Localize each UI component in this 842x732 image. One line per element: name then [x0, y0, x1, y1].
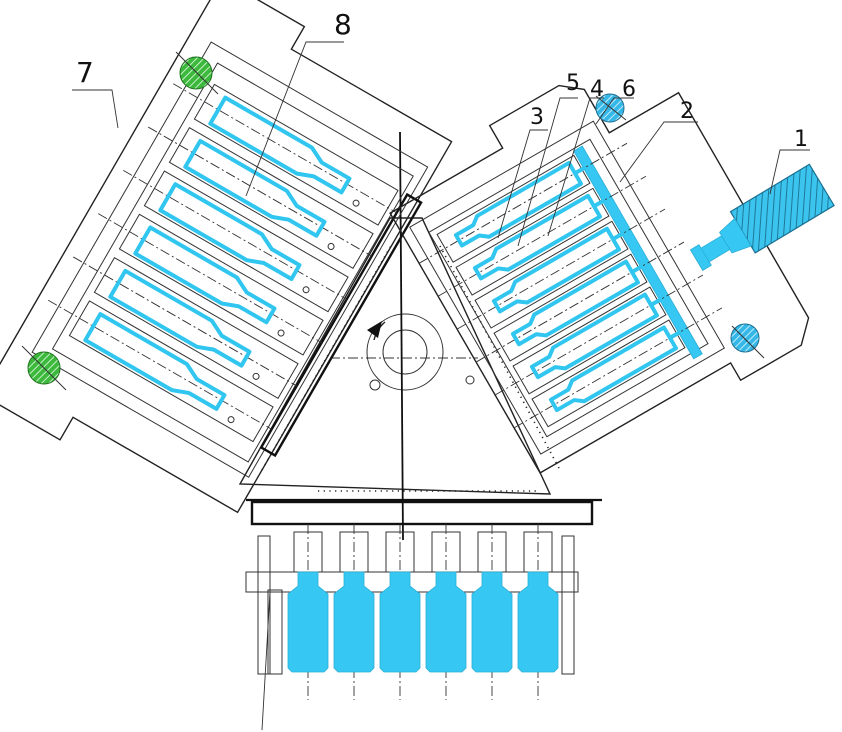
leader-6 — [595, 97, 634, 125]
preform-column — [517, 524, 559, 700]
right-preform-cavity — [548, 325, 678, 413]
right-cavity-row — [475, 241, 685, 363]
left-bottle-cavity — [108, 268, 252, 368]
molded-bottle — [471, 571, 513, 673]
left-cavity-row — [73, 256, 299, 399]
right-cavity-row — [456, 208, 666, 330]
leader-8 — [245, 41, 344, 197]
rotation-arrow-head — [367, 321, 382, 338]
rotation-hub-inner — [382, 329, 428, 375]
right-mold-base-plate — [389, 84, 810, 474]
left-bottle-cavity — [158, 182, 302, 282]
left-blow-mold-assembly — [0, 0, 453, 514]
label-1: 1 — [794, 127, 808, 152]
molded-bottle — [333, 571, 375, 673]
preform-column — [425, 524, 467, 700]
leader-3 — [497, 129, 548, 239]
right-mold-cavity-plate — [428, 138, 709, 438]
label-6: 6 — [622, 77, 636, 102]
injection-screw-unit — [689, 163, 835, 271]
turntable-pin-hole — [465, 375, 475, 385]
right-mold-cavities — [418, 142, 723, 429]
turntable-right-dotted-edge — [439, 245, 561, 471]
label-2: 2 — [680, 99, 694, 124]
molded-bottle — [425, 571, 467, 673]
left-bottle-cavity — [133, 225, 277, 325]
left-guide-pillar-top — [179, 56, 213, 90]
callout-labels: 1 2 3 4 5 6 7 8 — [76, 8, 808, 152]
left-bottle-cavity — [83, 312, 227, 411]
molded-bottle — [379, 571, 421, 673]
turntable-key-hole — [369, 379, 381, 391]
preform-column — [379, 524, 421, 700]
molded-bottle — [517, 571, 559, 673]
left-mold-clamp-bar — [259, 192, 423, 458]
left-cavity-row — [98, 213, 324, 356]
left-mold-cavity-plate — [51, 62, 414, 463]
left-cavity-row — [148, 126, 374, 270]
rotation-hub-outer — [366, 313, 444, 391]
leader-4 — [547, 97, 604, 237]
right-guide-pillar-bottom — [730, 323, 760, 353]
leader-lines — [72, 41, 810, 247]
right-injection-mold-assembly — [389, 84, 810, 474]
bottom-leader-line — [261, 591, 271, 731]
right-cavity-row — [513, 307, 723, 429]
turntable-triangle — [238, 217, 552, 495]
preform-column — [471, 524, 513, 700]
preform-column — [333, 524, 375, 700]
vertical-center-axis — [399, 131, 404, 541]
left-mold-inner-frame — [31, 41, 429, 478]
label-5: 5 — [566, 71, 580, 96]
left-mold-cavities — [48, 83, 399, 443]
right-preform-cavity — [510, 259, 640, 347]
label-7: 7 — [76, 56, 94, 89]
leader-1 — [769, 149, 810, 195]
right-cavity-row — [418, 142, 628, 264]
left-bottle-cavity — [183, 138, 327, 238]
right-preform-cavity — [472, 193, 602, 281]
demolded-preforms — [287, 524, 559, 700]
right-cavity-row — [494, 274, 704, 396]
right-preform-cavity — [491, 226, 621, 314]
label-4: 4 — [590, 77, 604, 102]
label-3: 3 — [530, 105, 544, 130]
left-mold-base-plate — [0, 0, 453, 514]
preform-column — [287, 524, 329, 700]
right-preform-cavity — [453, 160, 583, 248]
left-cavity-row — [48, 299, 274, 443]
screw-nozzle-flange — [689, 244, 712, 271]
leader-7 — [72, 89, 119, 129]
label-8: 8 — [334, 8, 352, 41]
left-guide-rod — [257, 535, 271, 675]
right-preform-cavity — [529, 292, 659, 380]
right-guide-rod — [561, 535, 575, 675]
stripper-plate — [250, 500, 594, 526]
left-cavity-row — [173, 83, 399, 226]
left-cavity-row — [123, 169, 349, 313]
molded-bottle — [287, 571, 329, 673]
right-mold-inner-frame — [409, 120, 726, 455]
leader-5 — [517, 97, 578, 247]
demold-station — [245, 498, 602, 731]
screw-nozzle-cone — [719, 217, 752, 254]
left-bottle-cavity — [208, 95, 352, 195]
leader-2 — [619, 121, 698, 183]
right-cavity-row — [437, 175, 647, 297]
